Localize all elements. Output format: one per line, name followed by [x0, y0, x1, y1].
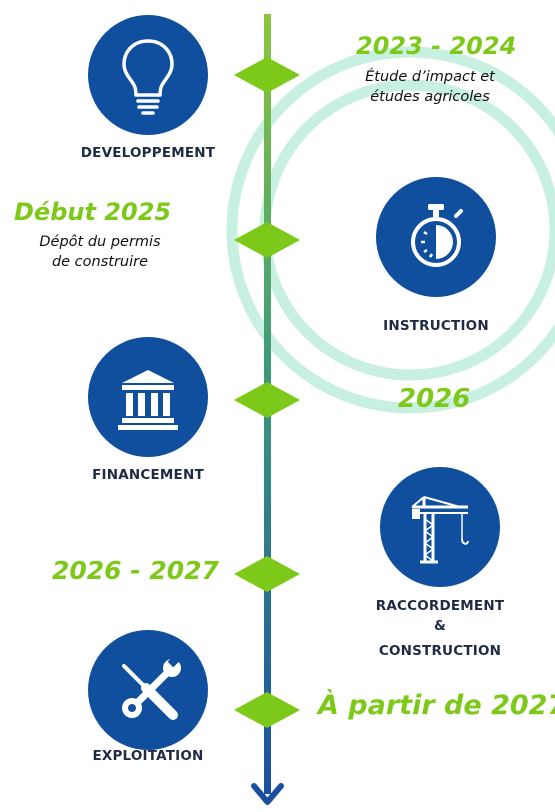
- stage-financement-circle: [88, 337, 208, 457]
- milestone-desc-2-line2: de construire: [51, 254, 149, 270]
- stage-label-exploitation: EXPLOITATION: [92, 748, 204, 764]
- tools-icon: [122, 654, 181, 720]
- stage-label-ampersand: &: [434, 618, 446, 634]
- milestone-desc-2-line1: Dépôt du permis: [39, 234, 161, 250]
- milestone-date-4: 2026 - 2027: [52, 556, 219, 585]
- timeline-arrowhead: [251, 783, 284, 805]
- timeline-diamond-1: [234, 57, 300, 93]
- stage-construction-circle: [380, 467, 500, 587]
- stage-label-developpement: DEVELOPPEMENT: [80, 145, 216, 161]
- stage-label-instruction: INSTRUCTION: [383, 318, 489, 334]
- timeline-diamond-2: [234, 222, 300, 258]
- stage-label-financement: FINANCEMENT: [92, 467, 204, 483]
- stage-label-raccordement: RACCORDEMENT: [375, 598, 505, 614]
- bank-icon: [118, 370, 178, 430]
- milestone-desc-1-line1: Étude d’impact et: [365, 69, 495, 85]
- stage-label-construction: CONSTRUCTION: [378, 643, 502, 659]
- timeline-diamond-4: [234, 556, 300, 592]
- lightbulb-icon: [122, 39, 174, 115]
- stage-exploitation-circle: [88, 630, 208, 750]
- stopwatch-icon: [411, 204, 463, 267]
- milestone-desc-1-line2: études agricoles: [370, 89, 490, 105]
- milestone-date-1: 2023 - 2024: [356, 32, 517, 60]
- stage-instruction-circle: [376, 177, 496, 297]
- milestone-date-2: Début 2025: [14, 198, 172, 226]
- milestone-date-3: 2026: [398, 384, 471, 414]
- crane-icon: [411, 496, 469, 564]
- timeline-diamond-5: [234, 692, 300, 728]
- stage-developpement-circle: [88, 15, 208, 135]
- timeline-diamond-3: [234, 382, 300, 418]
- milestone-date-5: À partir de 2027: [318, 690, 555, 721]
